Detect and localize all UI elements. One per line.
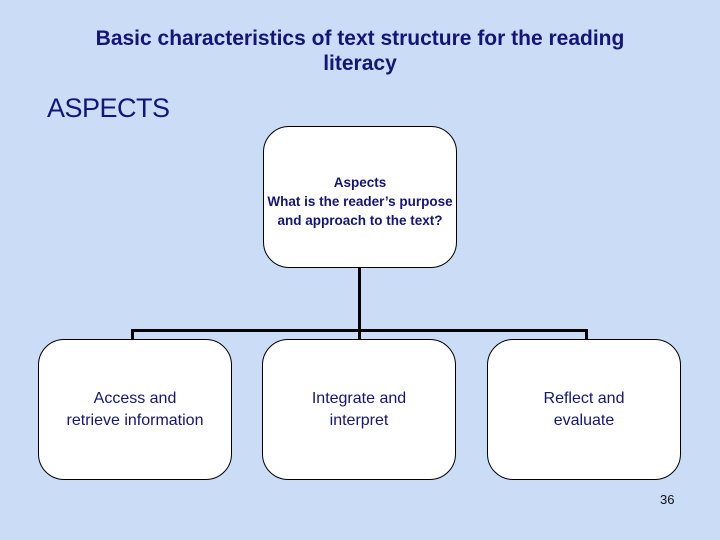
connector-drop-right bbox=[585, 329, 588, 340]
diagram-child-box-reflect-evaluate: Reflect and evaluate bbox=[487, 339, 681, 480]
connector-drop-left bbox=[131, 329, 134, 340]
section-heading: ASPECTS bbox=[47, 93, 170, 123]
root-box-line-1: Aspects bbox=[333, 174, 387, 190]
connector-root-vertical bbox=[358, 268, 361, 340]
child-box-line: Access and bbox=[93, 389, 177, 407]
slide-title: Basic characteristics of text structure … bbox=[30, 26, 690, 76]
slide-title-line-1: Basic characteristics of text structure … bbox=[95, 27, 625, 50]
root-box-line-2: What is the reader’s purpose bbox=[267, 193, 453, 209]
root-box-line-3: and approach to the text? bbox=[277, 212, 443, 228]
child-box-line: interpret bbox=[329, 411, 389, 429]
page-number: 36 bbox=[660, 492, 675, 507]
child-box-line: evaluate bbox=[553, 411, 615, 429]
child-box-line: retrieve information bbox=[66, 411, 204, 429]
diagram-root-box-aspects: Aspects What is the reader’s purpose and… bbox=[263, 126, 457, 268]
diagram-child-box-integrate-interpret: Integrate and interpret bbox=[262, 339, 456, 480]
connector-horizontal bbox=[131, 329, 588, 332]
child-box-line: Integrate and bbox=[311, 389, 407, 407]
slide-title-line-2: literacy bbox=[323, 52, 397, 75]
diagram-child-box-access-retrieve: Access and retrieve information bbox=[38, 339, 232, 480]
child-box-line: Reflect and bbox=[543, 389, 625, 407]
